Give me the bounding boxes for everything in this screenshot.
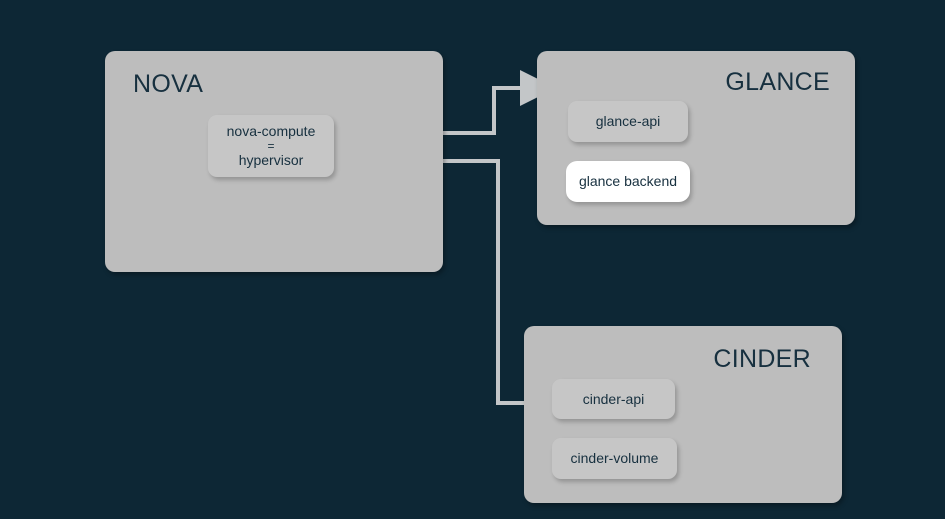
component-glance-api[interactable]: glance-api [568,101,688,142]
component-nova-compute-line-2: = [267,139,275,153]
component-nova-compute-line-3: hypervisor [238,152,304,168]
service-title-cinder: CINDER [713,345,811,373]
component-cinder-api-label: cinder-api [582,390,645,407]
component-glance-backend[interactable]: glance backend [566,161,690,202]
service-group-cinder[interactable]: CINDER cinder-api cinder-volume [524,326,842,503]
component-nova-compute[interactable]: nova-compute = hypervisor [208,115,334,177]
service-title-nova: NOVA [133,70,204,98]
service-group-glance[interactable]: GLANCE glance-api glance backend [537,51,855,225]
service-group-nova[interactable]: NOVA nova-compute = hypervisor [105,51,443,272]
component-cinder-volume[interactable]: cinder-volume [552,438,677,479]
component-glance-backend-label: glance backend [578,173,678,190]
connector-nova-to-cinder [443,159,524,405]
component-cinder-volume-label: cinder-volume [570,450,659,467]
component-nova-compute-line-1: nova-compute [226,123,316,140]
component-cinder-api[interactable]: cinder-api [552,379,675,419]
component-glance-api-label: glance-api [595,113,661,130]
service-title-glance: GLANCE [725,68,830,96]
connector-nova-to-glance [443,70,556,135]
